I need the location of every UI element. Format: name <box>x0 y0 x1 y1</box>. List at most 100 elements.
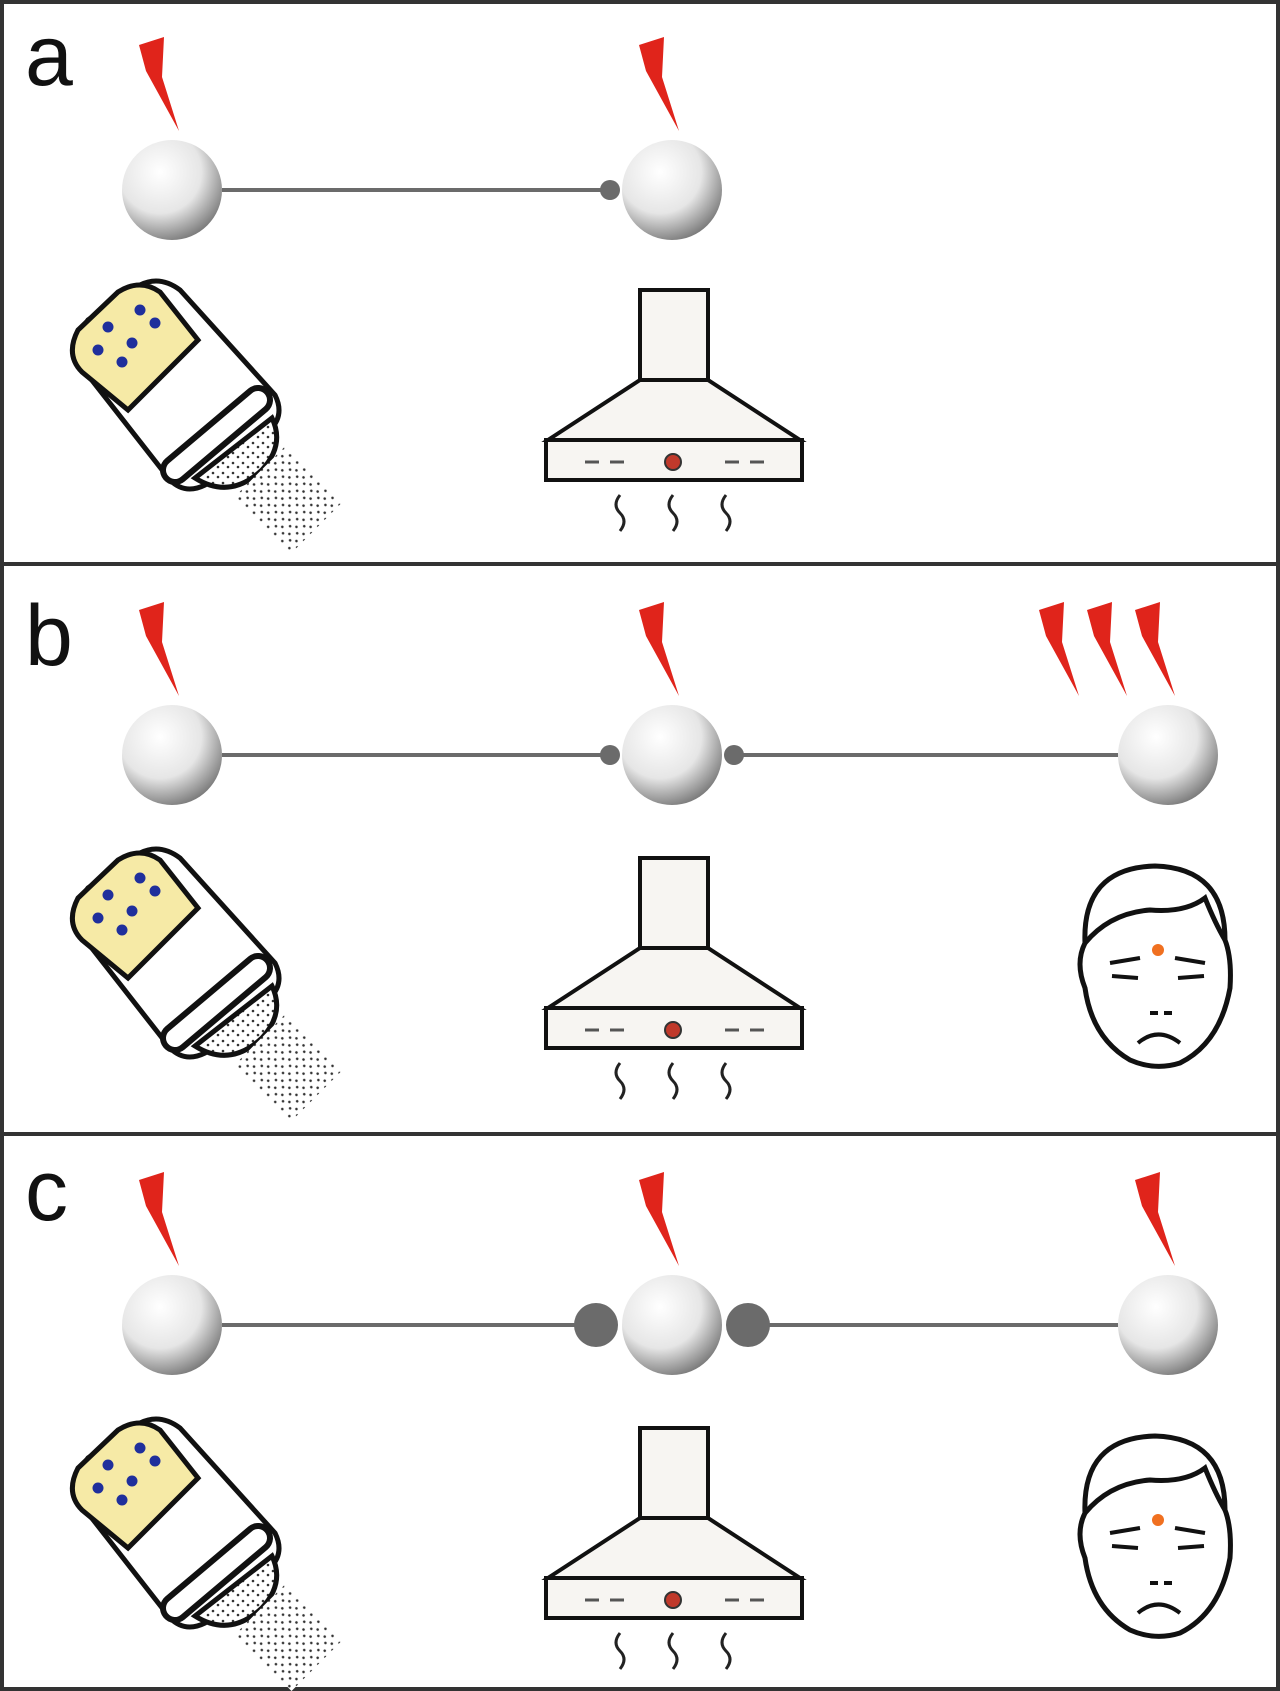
bolt-icon <box>139 37 179 131</box>
shaker-dot <box>116 356 128 368</box>
worried-face-icon <box>1077 863 1233 1069</box>
shaker-dot <box>102 321 114 333</box>
bolt-icon <box>1135 1172 1175 1266</box>
panel-a-icons <box>69 278 807 554</box>
shaker-dot <box>134 1442 146 1454</box>
panel-a-network <box>122 37 722 240</box>
panel-b-network <box>122 602 1218 805</box>
left-eyebrow <box>1109 1526 1141 1535</box>
shaker-dot <box>126 905 138 917</box>
smoke-wave <box>614 494 626 532</box>
shaker-dot <box>102 1459 114 1471</box>
right-eyebrow <box>1174 956 1206 965</box>
panel-a: a <box>0 0 1280 566</box>
link-end-dot <box>600 745 620 765</box>
left-eye <box>1111 974 1139 980</box>
right-eye <box>1177 1544 1205 1550</box>
frown-mouth <box>1136 1032 1182 1045</box>
shaker-label-area <box>69 282 202 414</box>
node-sphere <box>122 705 222 805</box>
range-hood-icon <box>541 856 807 1100</box>
node-sphere <box>1118 705 1218 805</box>
smoke-wave <box>720 1632 732 1670</box>
smoke-wave <box>667 1062 679 1100</box>
node-sphere <box>1118 1275 1218 1375</box>
node-sphere <box>622 140 722 240</box>
shaker-dot <box>92 912 104 924</box>
salt-grains <box>234 1584 342 1691</box>
salt-shaker-icon <box>69 1416 342 1691</box>
bolt-icon <box>1087 602 1127 696</box>
hood-light <box>664 453 682 471</box>
shaker-label-area <box>69 850 202 982</box>
smoke-wave <box>720 1062 732 1100</box>
shaker-band-inner <box>166 1529 267 1617</box>
bolt-icon <box>139 602 179 696</box>
frown-mouth <box>1136 1602 1182 1615</box>
hood-canopy <box>541 946 807 1010</box>
shaker-band-inner <box>166 391 267 479</box>
hood-light <box>664 1021 682 1039</box>
hood-chimney <box>638 856 710 950</box>
panel-b-icons <box>69 846 1233 1122</box>
forehead-mark <box>1152 944 1164 956</box>
salt-shaker-icon <box>69 278 342 554</box>
panel-c-network <box>122 1172 1218 1375</box>
shaker-dot <box>134 304 146 316</box>
link-end-dot <box>600 180 620 200</box>
shaker-dot <box>149 885 161 897</box>
shaker-dot <box>92 344 104 356</box>
salt-grains <box>234 446 342 554</box>
salt-grains <box>234 1014 342 1122</box>
panel-c-icons <box>69 1416 1233 1691</box>
worried-face-icon <box>1077 1433 1233 1639</box>
hood-chimney <box>638 288 710 382</box>
right-eye <box>1177 974 1205 980</box>
shaker-dot <box>149 1455 161 1467</box>
node-sphere <box>122 1275 222 1375</box>
left-eyebrow <box>1109 956 1141 965</box>
link-end-dot <box>724 745 744 765</box>
right-eyebrow <box>1174 1526 1206 1535</box>
shaker-dot <box>102 889 114 901</box>
shaker-dot <box>126 337 138 349</box>
shaker-dot <box>126 1475 138 1487</box>
hood-canopy <box>541 378 807 442</box>
smoke-wave <box>667 494 679 532</box>
node-sphere <box>622 705 722 805</box>
hood-canopy <box>541 1516 807 1580</box>
left-eye <box>1111 1544 1139 1550</box>
link-end-dot <box>574 1303 618 1347</box>
panel-b: b <box>0 562 1280 1136</box>
link-end-dot <box>726 1303 770 1347</box>
forehead-mark <box>1152 1514 1164 1526</box>
shaker-label-area <box>69 1420 202 1552</box>
range-hood-icon <box>541 288 807 532</box>
smoke-wave <box>720 494 732 532</box>
hood-chimney <box>638 1426 710 1520</box>
node-sphere <box>122 140 222 240</box>
shaker-dot <box>134 872 146 884</box>
shaker-dot <box>149 317 161 329</box>
face-hairline <box>1083 894 1228 945</box>
smoke-wave <box>614 1062 626 1100</box>
shaker-dot <box>92 1482 104 1494</box>
bolt-icon <box>1135 602 1175 696</box>
shaker-dot <box>116 924 128 936</box>
bolt-icon <box>639 37 679 131</box>
bolt-icon <box>1039 602 1079 696</box>
bolt-icon <box>639 602 679 696</box>
shaker-dot <box>116 1494 128 1506</box>
smoke-wave <box>614 1632 626 1670</box>
bolt-icon <box>139 1172 179 1266</box>
smoke-wave <box>667 1632 679 1670</box>
bolt-icon <box>639 1172 679 1266</box>
salt-shaker-icon <box>69 846 342 1122</box>
hood-light <box>664 1591 682 1609</box>
face-hairline <box>1083 1464 1228 1515</box>
node-sphere <box>622 1275 722 1375</box>
panel-c-border <box>0 1132 1280 1691</box>
shaker-band-inner <box>166 959 267 1047</box>
panel-a-label: a <box>25 8 73 104</box>
